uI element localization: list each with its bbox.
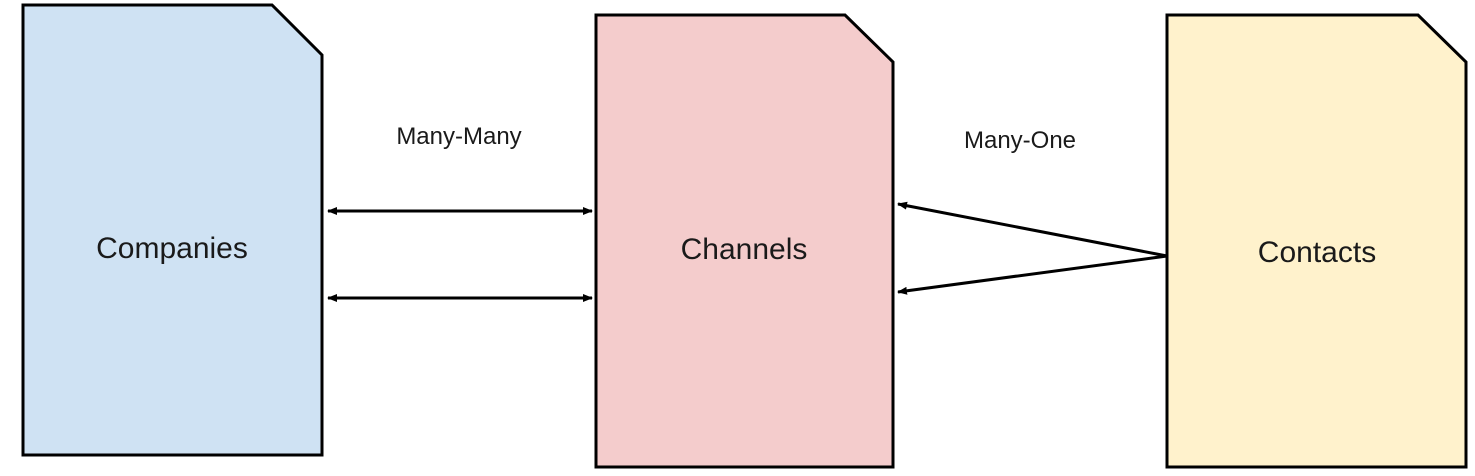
channels-label: Channels [680, 233, 808, 266]
many-one-connector-bottom[interactable] [897, 254, 1168, 295]
companies-label: Companies [96, 232, 248, 265]
many-many-label: Many-Many [396, 123, 522, 150]
many-one-label: Many-One [963, 127, 1077, 154]
companies-entity-shape[interactable] [21, 3, 324, 457]
channels-entity-shape[interactable] [594, 13, 895, 469]
contacts-entity-shape[interactable] [1165, 13, 1468, 469]
many-one-connector-top[interactable] [897, 201, 1168, 258]
contacts-label: Contacts [1257, 236, 1377, 269]
